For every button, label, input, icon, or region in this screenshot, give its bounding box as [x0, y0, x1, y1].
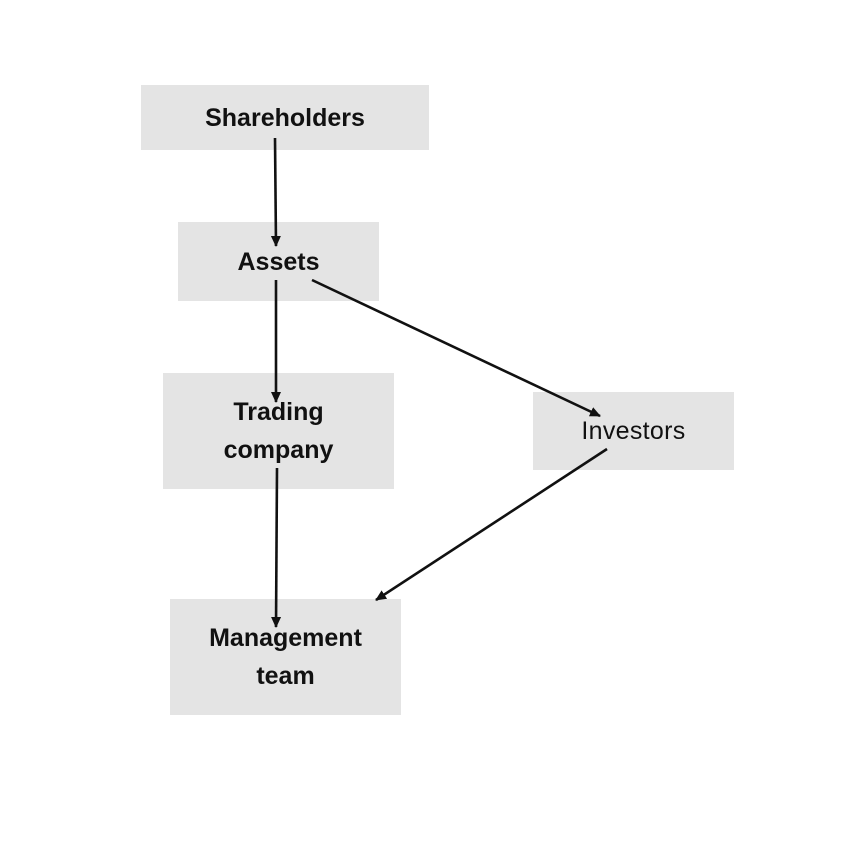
- edge-investors-management: [375, 447, 608, 602]
- assets-label: Assets: [237, 247, 320, 276]
- trading-company-node: Trading company: [163, 373, 394, 489]
- assets-node: Assets: [178, 222, 379, 301]
- shareholders-label: Shareholders: [205, 103, 365, 132]
- shareholders-node: Shareholders: [141, 85, 429, 150]
- trading-company-label: Trading company: [223, 398, 334, 464]
- investors-node: Investors: [533, 392, 734, 470]
- management-team-label: Management team: [209, 624, 362, 690]
- management-team-node: Management team: [170, 599, 401, 715]
- investors-label: Investors: [581, 417, 686, 445]
